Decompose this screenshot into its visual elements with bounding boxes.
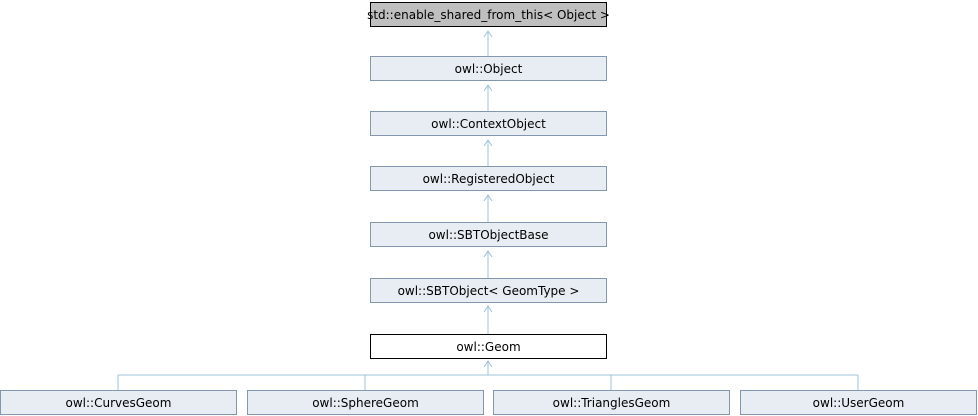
arrowhead-sbt-object: [483, 305, 493, 313]
node-sbt-object[interactable]: owl::SBTObject< GeomType >: [370, 278, 607, 303]
node-label: std::enable_shared_from_this< Object >: [367, 8, 610, 22]
node-label: owl::UserGeom: [813, 396, 905, 410]
node-label: owl::CurvesGeom: [66, 396, 172, 410]
node-label: owl::ContextObject: [431, 117, 546, 131]
node-object[interactable]: owl::Object: [370, 56, 607, 81]
arrowhead-sbt-object-base: [483, 250, 493, 258]
node-context-object[interactable]: owl::ContextObject: [370, 111, 607, 136]
node-user-geom[interactable]: owl::UserGeom: [740, 390, 977, 415]
edges: [117, 30, 859, 390]
node-label: owl::TrianglesGeom: [553, 396, 671, 410]
node-enable-shared-from-this: std::enable_shared_from_this< Object >: [367, 2, 610, 27]
node-label: owl::SBTObject< GeomType >: [398, 284, 580, 298]
arrowhead-registered-object: [483, 194, 493, 202]
node-triangles-geom[interactable]: owl::TrianglesGeom: [493, 390, 730, 415]
node-sbt-object-base[interactable]: owl::SBTObjectBase: [370, 222, 607, 247]
node-sphere-geom[interactable]: owl::SphereGeom: [247, 390, 484, 415]
node-label: owl::Geom: [456, 340, 520, 354]
arrowhead-geom: [483, 360, 493, 368]
node-geom: owl::Geom: [370, 334, 607, 359]
node-label: owl::SphereGeom: [312, 396, 419, 410]
node-registered-object[interactable]: owl::RegisteredObject: [370, 166, 607, 191]
node-curves-geom[interactable]: owl::CurvesGeom: [0, 390, 237, 415]
node-label: owl::RegisteredObject: [423, 172, 555, 186]
node-label: owl::SBTObjectBase: [428, 228, 548, 242]
arrowhead-context-object: [483, 139, 493, 147]
node-label: owl::Object: [455, 62, 523, 76]
arrowhead-enable-shared: [483, 30, 493, 38]
arrowhead-object: [483, 84, 493, 92]
